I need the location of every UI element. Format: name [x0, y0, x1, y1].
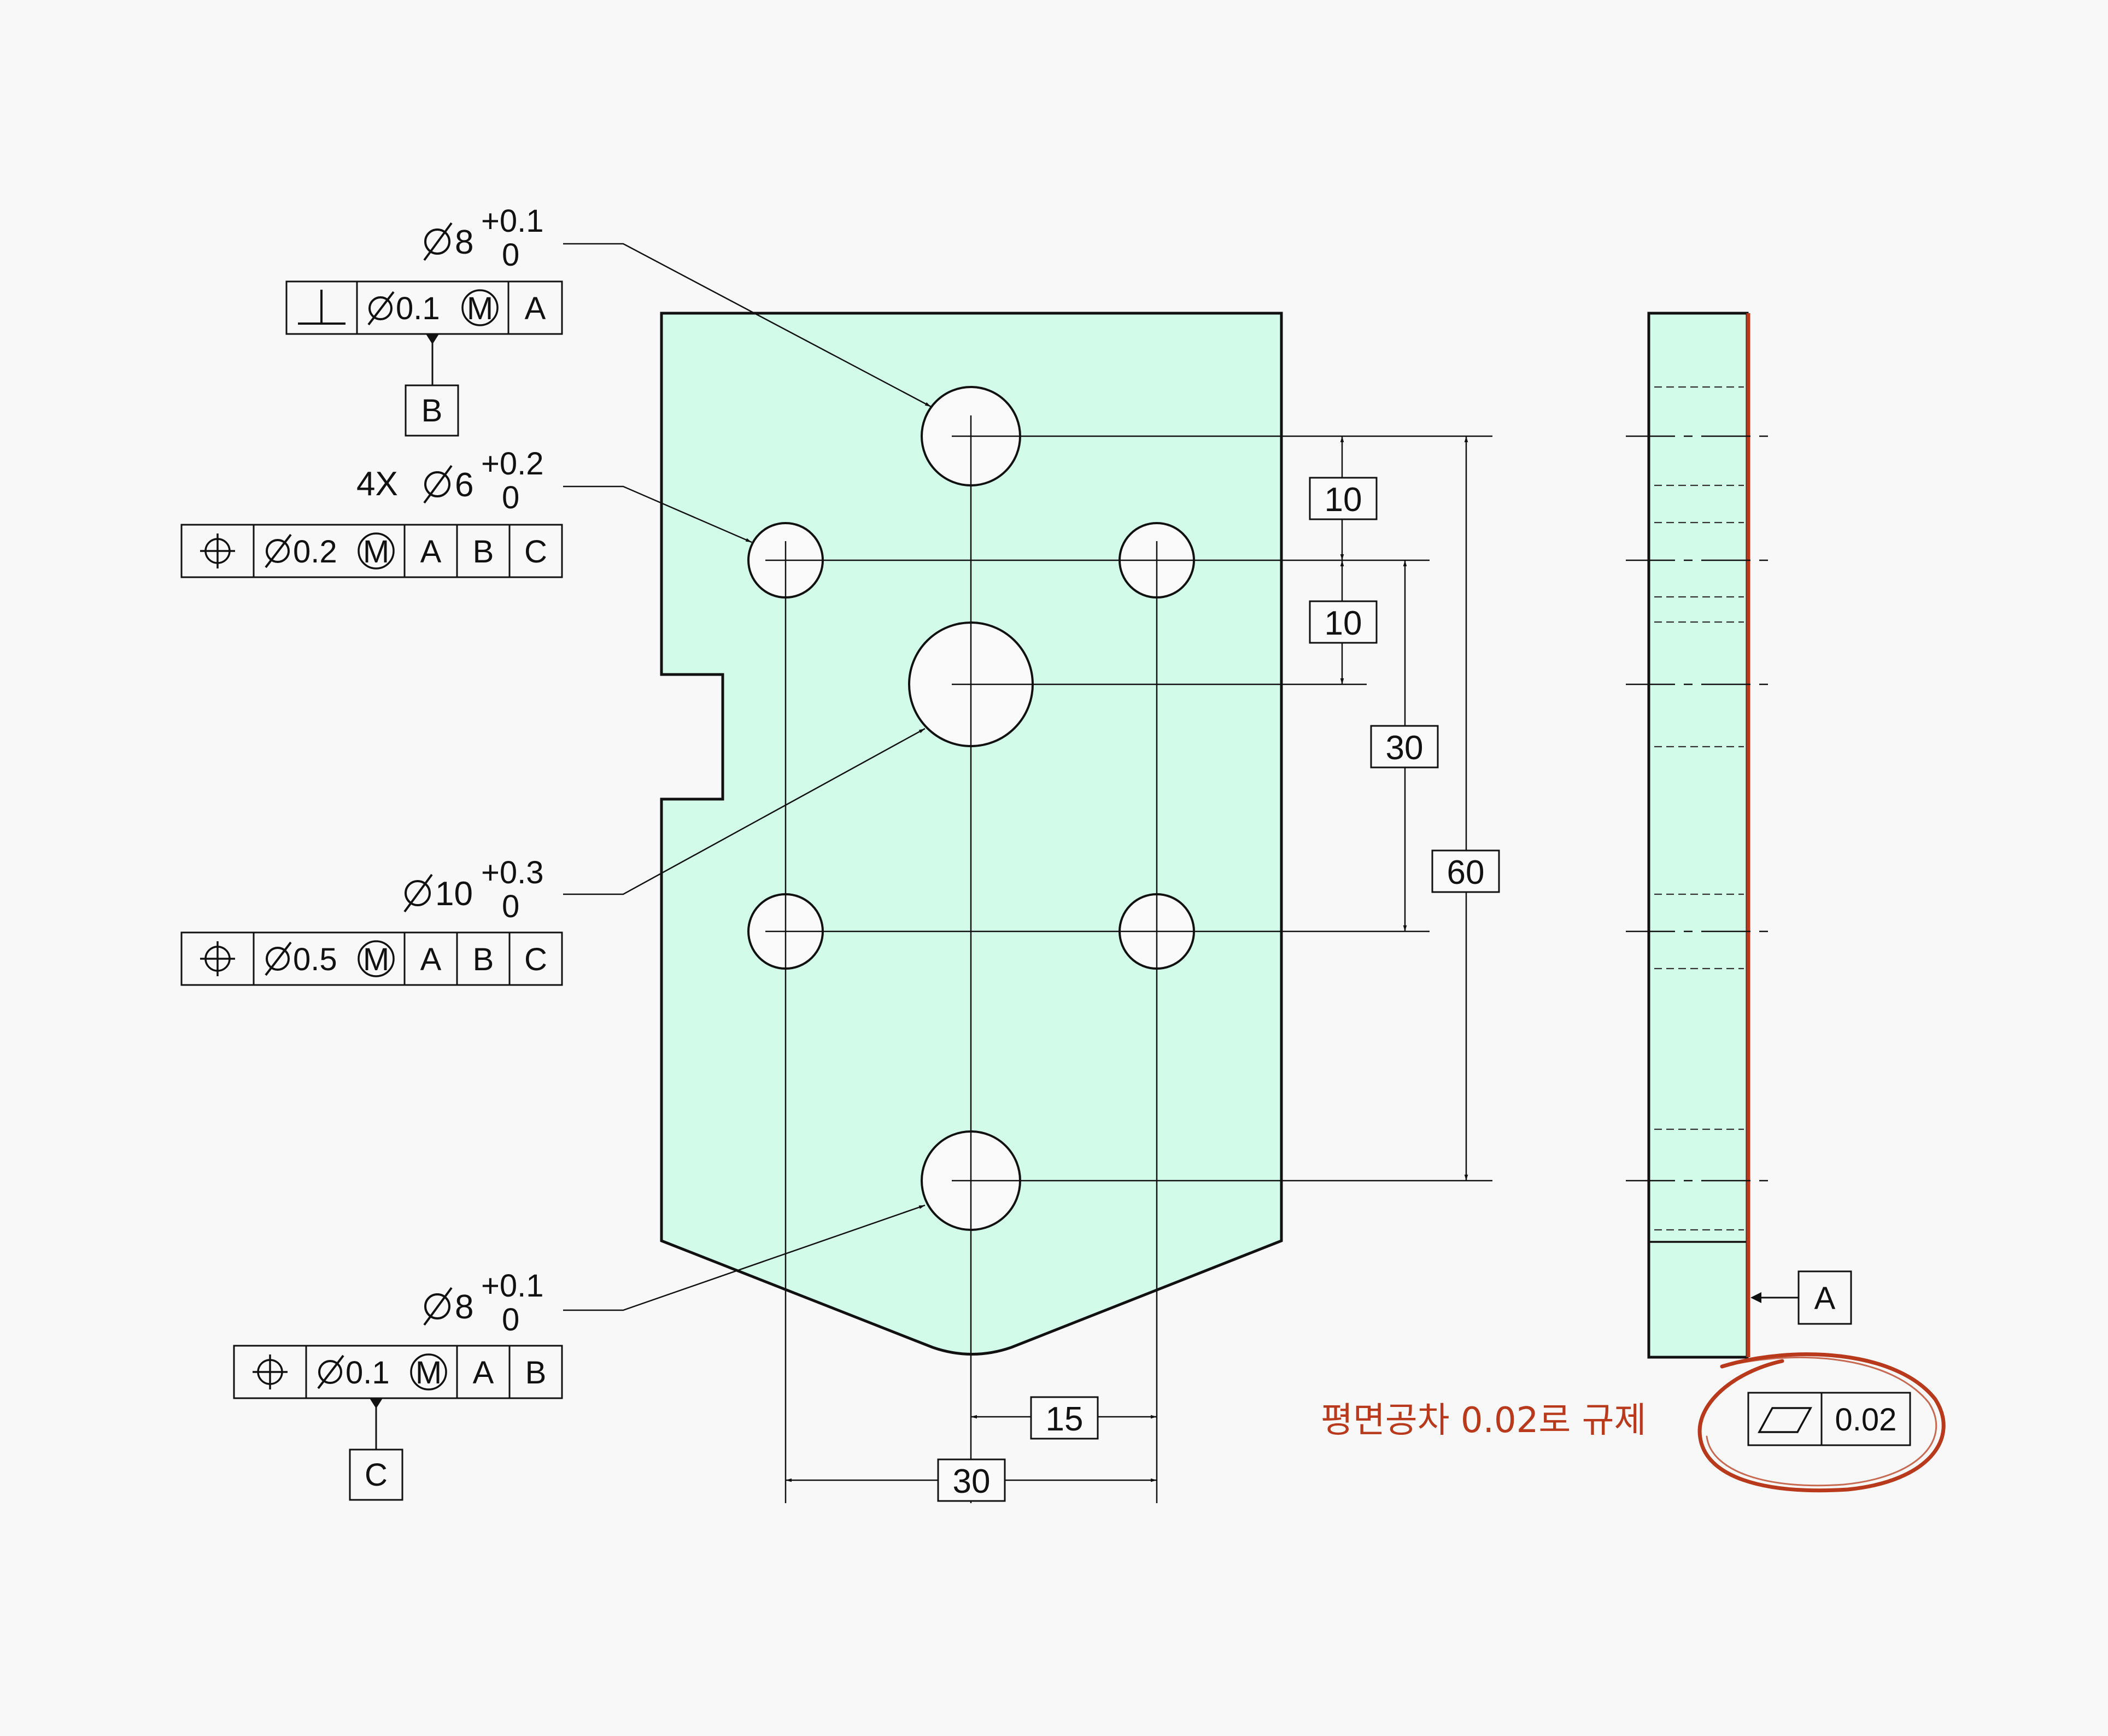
- flatness-icon: [1758, 1407, 1812, 1433]
- hidden-lines: [1654, 386, 1744, 1231]
- datum-b-label: B: [421, 393, 443, 429]
- fcf-small-modifier: M: [363, 534, 389, 570]
- fcf-center-modifier: M: [363, 942, 389, 977]
- diameter-icon: [423, 1287, 453, 1326]
- top-hole-diameter: 8: [455, 224, 473, 261]
- dim-v-60: 60: [1447, 854, 1485, 892]
- fcf-small-datum-a: A: [420, 534, 442, 570]
- bottom-hole-tol-upper: +0.1: [481, 1268, 544, 1304]
- small-holes-count: 4X: [356, 465, 398, 503]
- fcf-top-tolerance: 0.1: [396, 291, 440, 326]
- fcf-small-datum-b: B: [473, 534, 494, 570]
- fcf-bottom-hole: 0.1 M A B: [233, 1345, 563, 1399]
- highlight-circle: [1697, 1352, 1946, 1493]
- top-hole-tol-lower: 0: [502, 237, 519, 273]
- position-icon: [200, 941, 235, 976]
- callout-center-hole: 10 +0.3 0: [403, 855, 544, 924]
- perpendicularity-icon: [298, 290, 346, 325]
- dim-v-top-10: 10: [1325, 481, 1362, 519]
- fcf-bottom-modifier: M: [415, 1355, 442, 1391]
- diameter-icon: [423, 222, 453, 261]
- side-center-lines: [1626, 435, 1773, 1182]
- datum-c-label: C: [365, 1457, 388, 1493]
- fcf-bottom-datum-a: A: [473, 1355, 494, 1391]
- fcf-center-tolerance: 0.5: [293, 942, 337, 977]
- center-hole-tol-lower: 0: [502, 889, 519, 924]
- mmc-modifier-icon: [358, 532, 395, 570]
- small-holes-diameter: 6: [455, 466, 473, 504]
- flatness-note: 평면공차 0.02로 규제: [1321, 1400, 1646, 1441]
- callout-small-holes: 4X 6 +0.2 0: [356, 446, 544, 515]
- callout-bottom-hole: 8 +0.1 0: [423, 1268, 544, 1338]
- fcf-bottom-tolerance: 0.1: [346, 1355, 390, 1391]
- fcf-top-datum-a: A: [525, 291, 546, 326]
- center-hole-diameter: 10: [435, 875, 473, 913]
- small-holes-tol-upper: +0.2: [481, 446, 544, 482]
- fcf-center-datum-b: B: [473, 942, 494, 977]
- fcf-center-datum-a: A: [420, 942, 442, 977]
- dim-v-mid-10: 10: [1325, 605, 1362, 642]
- top-hole-tol-upper: +0.1: [481, 203, 544, 239]
- diameter-icon: [423, 465, 453, 504]
- center-lines: [765, 415, 1492, 1503]
- fcf-center-hole: 0.5 M A B C: [180, 931, 563, 986]
- bottom-hole-tol-lower: 0: [502, 1302, 519, 1338]
- fcf-flatness-tolerance: 0.02: [1835, 1402, 1897, 1438]
- dim-h-30: 30: [953, 1463, 991, 1500]
- fcf-flatness: 0.02: [1747, 1392, 1911, 1446]
- fcf-top-modifier: M: [467, 291, 493, 326]
- dimension-boxes: [937, 477, 1500, 1502]
- diameter-icon: [317, 1354, 344, 1389]
- fcf-small-datum-c: C: [524, 534, 547, 570]
- datum-a-label: A: [1814, 1281, 1836, 1316]
- datum-a-feature: A: [1750, 1270, 1852, 1325]
- diameter-icon: [265, 941, 292, 976]
- diameter-icon: [367, 291, 395, 326]
- dim-v-30: 30: [1386, 729, 1424, 767]
- datum-c-feature: C: [349, 1398, 403, 1501]
- fcf-small-tolerance: 0.2: [293, 534, 337, 570]
- small-holes-tol-lower: 0: [502, 480, 519, 515]
- diameter-icon: [265, 533, 292, 568]
- fcf-top-hole: 0.1 M A: [285, 280, 563, 335]
- fcf-center-datum-c: C: [524, 942, 547, 977]
- side-view-outline: [1647, 312, 1749, 1359]
- center-hole-tol-upper: +0.3: [481, 855, 544, 890]
- mmc-modifier-icon: [461, 289, 499, 326]
- position-icon: [200, 533, 235, 568]
- fcf-bottom-datum-b: B: [525, 1355, 547, 1391]
- fcf-small-holes: 0.2 M A B C: [180, 524, 563, 578]
- callout-top-hole: 8 +0.1 0: [423, 203, 544, 273]
- mmc-modifier-icon: [410, 1353, 447, 1391]
- front-view: 10 10 30 60 15 30: [563, 243, 1500, 1503]
- bottom-hole-diameter: 8: [455, 1288, 473, 1326]
- position-icon: [253, 1354, 288, 1389]
- vertical-dimensions: [1340, 436, 1468, 1181]
- diameter-icon: [403, 873, 433, 913]
- leader-lines: [563, 243, 932, 1311]
- side-view: A: [1626, 312, 1852, 1359]
- mmc-modifier-icon: [358, 940, 395, 977]
- dim-h-15: 15: [1046, 1400, 1084, 1438]
- datum-b-feature: B: [405, 334, 459, 437]
